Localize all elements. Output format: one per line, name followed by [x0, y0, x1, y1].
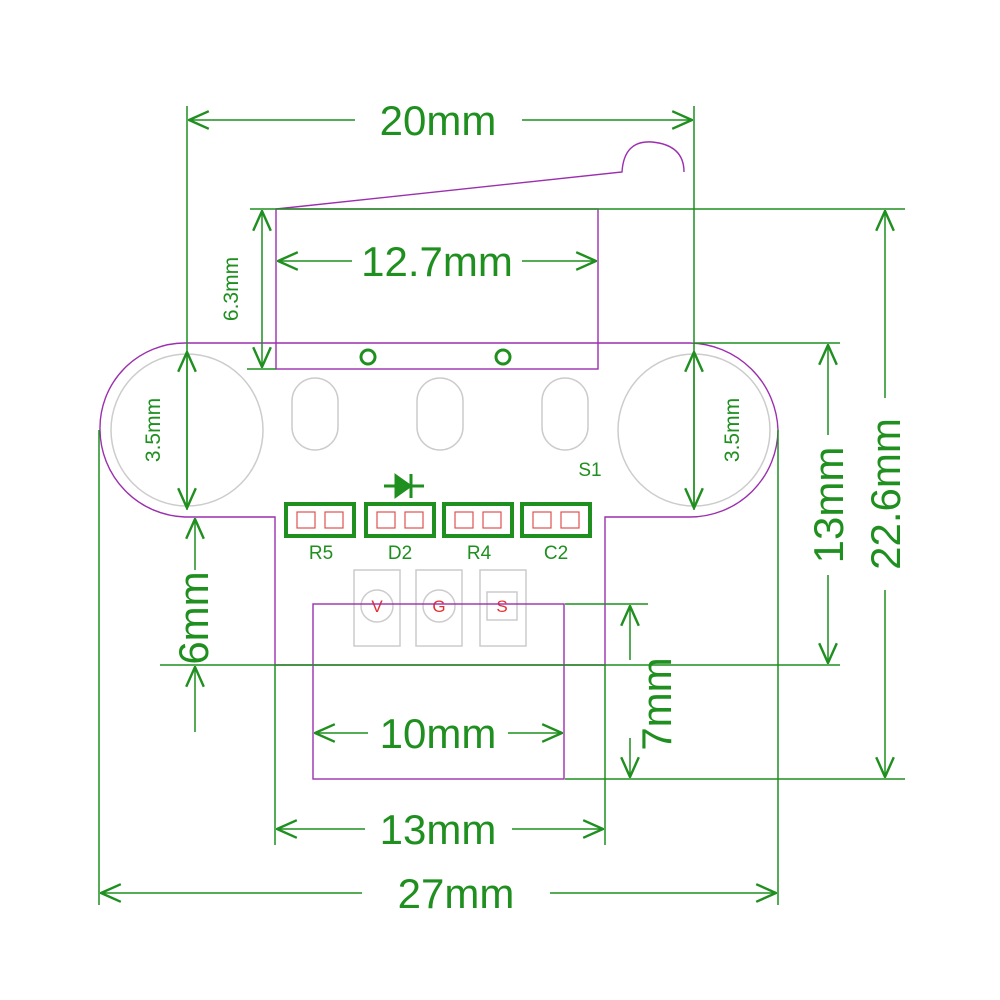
switch-lever: [275, 141, 685, 210]
dim-20mm-label: 20mm: [380, 97, 497, 144]
diode-symbol: [384, 473, 424, 499]
label-r5: R5: [309, 543, 333, 564]
smd-pad-r5: [284, 502, 356, 538]
dim-12-7mm-label: 12.7mm: [361, 238, 513, 285]
svg-text:S: S: [496, 597, 507, 616]
switch-pin-left: [359, 348, 377, 366]
dim-3-5mm-left-label: 3.5mm: [142, 398, 165, 462]
dim-22-6mm-label: 22.6mm: [862, 418, 909, 570]
svg-text:V: V: [371, 597, 383, 616]
dim-6mm-label: 6mm: [170, 571, 217, 664]
dim-7mm-label: 7mm: [633, 657, 680, 750]
dim-27mm-label: 27mm: [398, 870, 515, 917]
smd-pad-c2: [520, 502, 592, 538]
label-r4: R4: [467, 543, 492, 564]
dim-10mm-label: 10mm: [380, 710, 497, 757]
switch-slot-2: [416, 377, 464, 451]
label-s1: S1: [578, 460, 601, 481]
smd-pad-r4: [442, 502, 514, 538]
label-c2: C2: [544, 543, 568, 564]
label-d2: D2: [388, 543, 412, 564]
switch-slot-3: [541, 377, 589, 451]
pin-s: S: [479, 569, 527, 647]
pin-g: G: [415, 569, 463, 647]
switch-slot-1: [291, 377, 339, 451]
pin-v: V: [353, 569, 401, 647]
switch-body: [275, 208, 599, 370]
dim-3-5mm-right-label: 3.5mm: [721, 398, 744, 462]
dim-13mm-horizontal-label: 13mm: [380, 806, 497, 853]
svg-text:G: G: [432, 597, 445, 616]
dim-13mm-vertical-label: 13mm: [805, 447, 852, 564]
switch-pin-right: [494, 348, 512, 366]
connector-housing: [312, 603, 565, 780]
dim-6-3mm-label: 6.3mm: [220, 257, 243, 321]
smd-pad-d2: [364, 502, 436, 538]
